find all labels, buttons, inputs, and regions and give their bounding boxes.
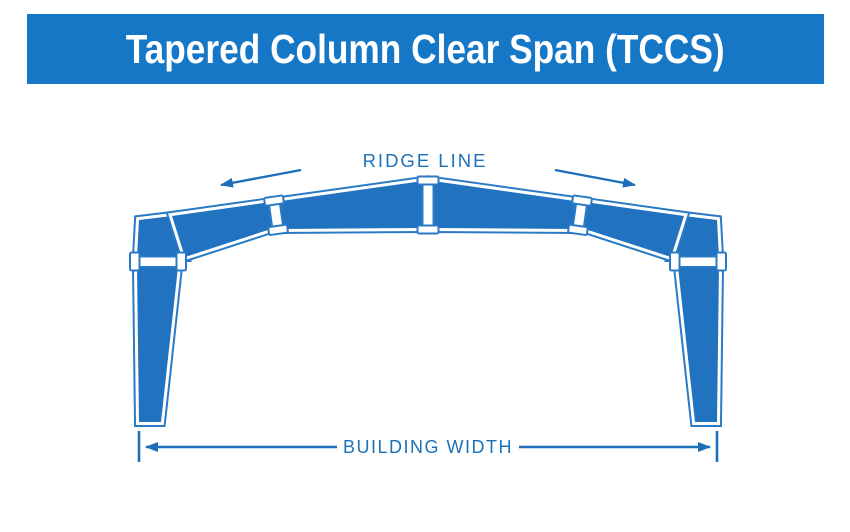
left-knee-splice-plate (129, 251, 187, 272)
right-column (678, 267, 719, 422)
title-banner: Tapered Column Clear Span (TCCS) (27, 14, 824, 84)
ridge-arrow-left (220, 168, 302, 188)
right-lower-rafter (585, 202, 684, 257)
page-title: Tapered Column Clear Span (TCCS) (126, 25, 725, 72)
ridge-plate (416, 175, 440, 235)
left-column (137, 267, 178, 422)
left-rafter-splice-plate (263, 194, 289, 236)
ridge-arrow-right (554, 168, 636, 188)
left-upper-rafter (281, 181, 423, 229)
building-width-label: BUILDING WIDTH (343, 437, 513, 457)
ridge-line-label: RIDGE LINE (363, 150, 488, 171)
left-lower-rafter (172, 202, 271, 257)
right-knee-splice-plate (669, 251, 727, 272)
right-upper-rafter (433, 181, 575, 229)
right-rafter-splice-plate (567, 194, 593, 236)
